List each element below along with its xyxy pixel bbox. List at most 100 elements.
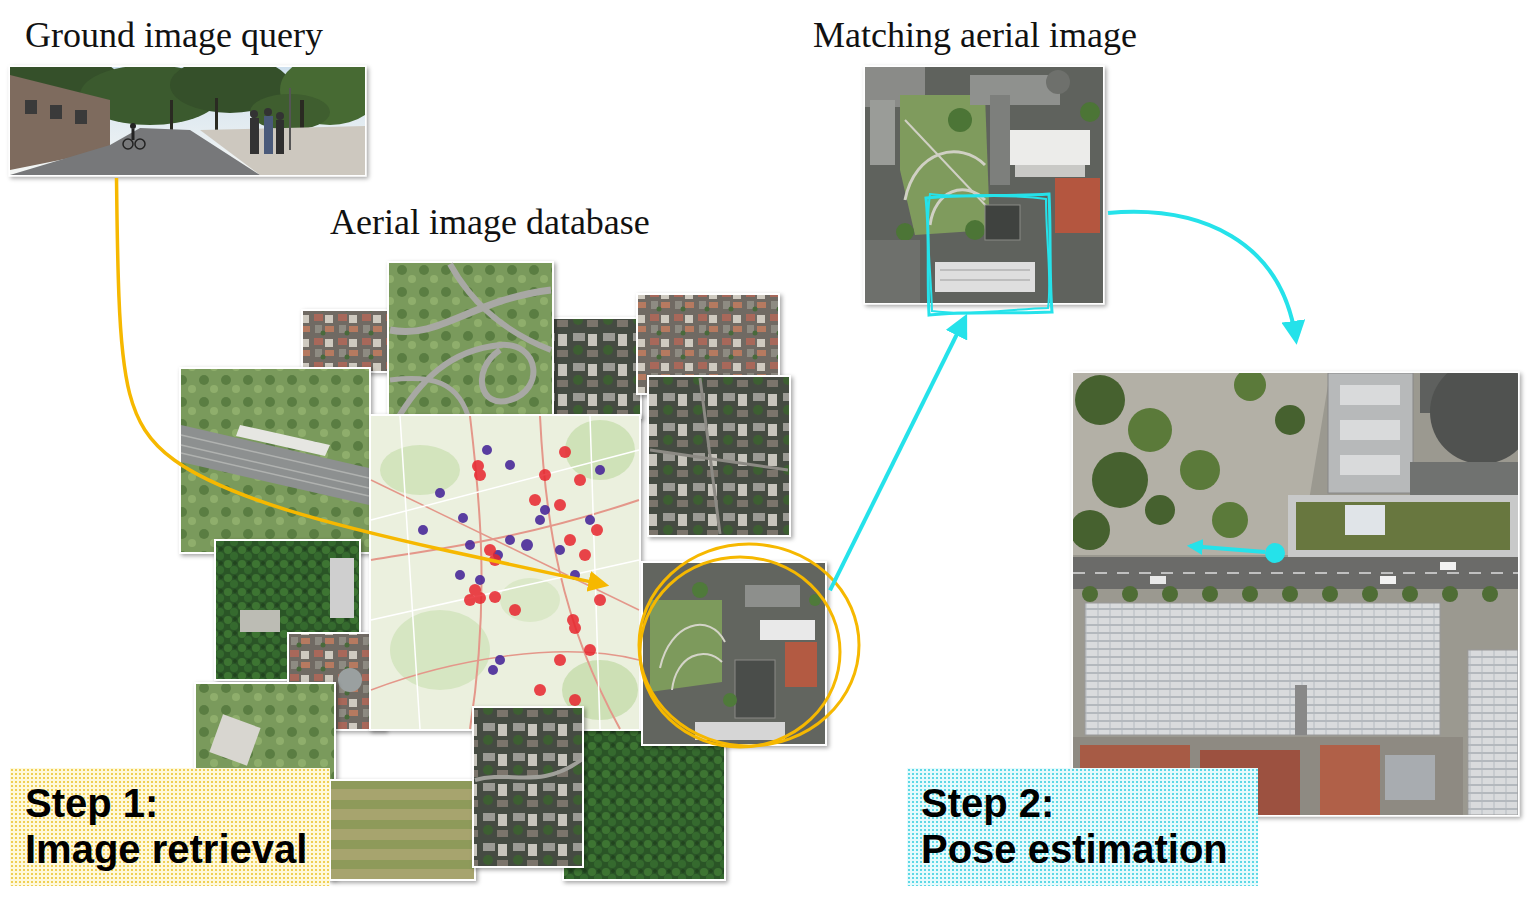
matching-aerial-photo [948, 108, 972, 132]
pose-estimation-photo [1295, 685, 1307, 735]
pose-estimation-photo [1282, 586, 1298, 602]
map-point-purple [455, 570, 465, 580]
map-point-purple [482, 445, 492, 455]
ground-photo [135, 139, 145, 149]
aerial-tile-collage [660, 625, 725, 668]
aerial-tile-collage [473, 707, 583, 867]
map-point-purple [495, 655, 505, 665]
matching-aerial-photo [900, 95, 990, 235]
matching-aerial-photo [940, 270, 1030, 280]
pose-estimation-photo [1234, 373, 1266, 401]
pose-estimation-photo [1296, 502, 1510, 550]
map-point-red [474, 592, 486, 604]
flow-arrow [830, 318, 965, 590]
pose-estimation-photo [1150, 576, 1166, 584]
aerial-tile-collage [745, 585, 800, 607]
map-point-red [534, 684, 546, 696]
matching-aerial-photo [865, 67, 1103, 303]
map-point-red [464, 594, 476, 606]
map-point-purple [458, 513, 468, 523]
matching-aerial-photo [865, 240, 920, 303]
pose-estimation-photo [1468, 650, 1518, 815]
map-point-purple [555, 545, 565, 555]
pose-estimation-photo [1340, 420, 1400, 440]
aerial-tile-collage [302, 310, 392, 372]
retrieval-circle [640, 557, 840, 747]
map-point-red [464, 446, 606, 706]
ground-photo [50, 105, 62, 119]
pose-estimation-photo [1202, 586, 1218, 602]
pose-estimation-photo [1442, 586, 1458, 602]
aerial-tile-collage [209, 714, 260, 765]
map-point-red [539, 469, 551, 481]
pose-estimation-photo [1362, 586, 1378, 602]
ground-photo [0, 55, 380, 175]
map-point-purple [535, 515, 545, 525]
matching-aerial-photo [926, 194, 1052, 315]
pose-estimation-photo [1410, 462, 1518, 498]
aerial-tile-collage [330, 780, 475, 880]
aerial-tile-collage [380, 445, 460, 495]
pose-estimation-photo [1073, 510, 1110, 550]
aerial-tile-collage [370, 415, 640, 730]
ground-photo [75, 110, 87, 124]
ground-photo [170, 100, 173, 130]
pose-estimation-photo [1122, 586, 1138, 602]
ground-photo [289, 88, 291, 150]
map-point-red [489, 591, 501, 603]
aerial-tile-collage [450, 264, 551, 350]
map-point-purple [418, 445, 605, 675]
aerial-tile-collage [650, 600, 722, 692]
aerial-tile-collage [330, 558, 354, 618]
map-point-purple [540, 505, 550, 515]
matching-aerial-photo [1046, 70, 1070, 94]
pose-estimation-photo [1265, 543, 1285, 563]
map-point-red [554, 654, 566, 666]
map-point-purple [488, 665, 498, 675]
map-point-red [554, 499, 566, 511]
pose-estimation-photo [1320, 745, 1380, 815]
matching-aerial-photo [1080, 102, 1100, 122]
pose-estimation-photo [1082, 586, 1098, 602]
panel-heading: Ground image query [25, 15, 323, 55]
aerial-tile-collage [723, 693, 737, 707]
matching-aerial-photo [870, 100, 895, 165]
ground-photo [10, 128, 260, 175]
aerial-tile-collage [760, 620, 815, 640]
pose-estimation-photo [1190, 546, 1265, 552]
pose-estimation-photo [1340, 385, 1400, 405]
aerial-tile-collage [240, 610, 280, 632]
pose-estimation-photo [1162, 586, 1178, 602]
image-panel: Matching aerial image [865, 15, 1103, 318]
map-point-red [574, 474, 586, 486]
map-point-purple [475, 575, 485, 585]
aerial-tile-collage [338, 668, 362, 692]
step-label-box: Step 1:Image retrieval [10, 768, 330, 886]
pose-estimation-photo [1288, 495, 1518, 557]
panel-heading: Matching aerial image [813, 15, 1137, 55]
ground-photo [276, 120, 284, 154]
step-label-box: Step 2:Pose estimation [907, 768, 1258, 886]
pose-estimation-photo [1180, 450, 1220, 490]
aerial-tile-collage [785, 642, 817, 687]
map-point-red [529, 494, 541, 506]
aerial-tile-collage [236, 425, 330, 456]
step-label: Step 2: [921, 780, 1054, 826]
matching-aerial-photo [965, 220, 985, 240]
image-panel: Ground image query [10, 15, 365, 178]
ground-photo [250, 118, 259, 154]
aerial-tile-collage [648, 376, 790, 536]
pose-estimation-photo [1073, 557, 1518, 589]
aerial-tile-collage [475, 760, 581, 780]
map-point-purple [505, 460, 515, 470]
matching-aerial-photo [1010, 130, 1090, 165]
map-point-purple [418, 525, 428, 535]
pose-estimation-photo [1440, 562, 1456, 570]
pose-estimation-photo [1128, 408, 1172, 452]
map-point-purple [585, 515, 595, 525]
pose-estimation-photo [1212, 502, 1248, 538]
ground-photo [264, 116, 273, 154]
pose-estimation-photo [1092, 452, 1148, 508]
aerial-tile-collage [695, 722, 785, 740]
matching-aerial-photo [985, 205, 1020, 240]
